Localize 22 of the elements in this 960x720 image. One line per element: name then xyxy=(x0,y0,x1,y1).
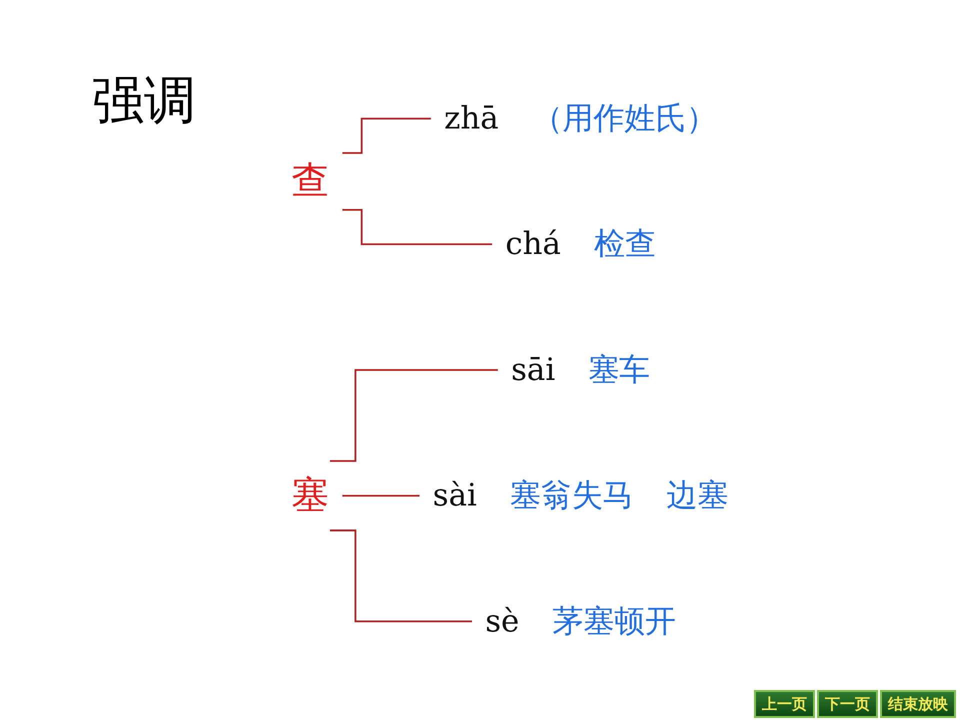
meaning-text: （用作姓氏） xyxy=(532,98,718,138)
bracket-line xyxy=(330,530,472,622)
bracket-line xyxy=(342,494,420,497)
character-text: 塞 xyxy=(292,473,330,518)
meaning-text: 检查 xyxy=(594,224,656,264)
meaning-text: 塞翁失马 xyxy=(510,476,634,516)
previous-page-button: 上一页 xyxy=(754,690,815,718)
pinyin-text: sài xyxy=(432,476,477,514)
pinyin-text: chá xyxy=(505,226,561,262)
bracket-line xyxy=(342,209,492,246)
meaning-text: 塞车 xyxy=(588,350,650,390)
meaning-text: 茅塞顿开 xyxy=(552,602,676,642)
bracket-line xyxy=(342,118,431,154)
bracket-line xyxy=(330,369,498,462)
pinyin-text: zhā xyxy=(444,100,499,136)
meaning-text: 边塞 xyxy=(666,476,728,516)
pinyin-text: sè xyxy=(485,602,520,640)
pinyin-text: sāi xyxy=(511,351,556,388)
character-text: 查 xyxy=(292,158,330,203)
title: 强调 xyxy=(92,70,196,132)
end-show-button: 结束放映 xyxy=(880,690,956,718)
next-page-button: 下一页 xyxy=(817,690,878,718)
